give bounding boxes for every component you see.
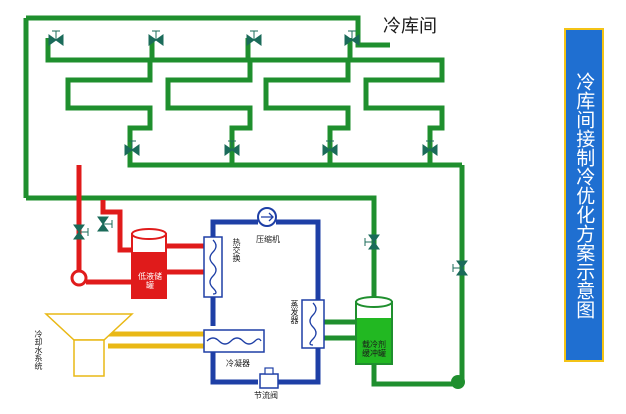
heat-exchanger <box>203 236 223 298</box>
throttle-valve-label: 节流阀 <box>254 391 278 400</box>
valve-icon <box>364 234 380 250</box>
green-pipe-network <box>23 15 465 387</box>
valve-icon <box>48 30 64 46</box>
valve-icon <box>224 140 240 156</box>
valve-icon <box>422 140 438 156</box>
condenser <box>203 329 265 353</box>
low-pressure-receiver-tank <box>131 228 167 299</box>
refrigerant-buffer-tank <box>355 296 393 365</box>
throttle-valve-icon <box>259 367 279 389</box>
low-pressure-receiver-label: 低液储罐 <box>138 272 162 291</box>
condenser-label: 冷凝器 <box>226 359 250 368</box>
red-pump <box>70 269 88 287</box>
side-panel-title: 冷库间接制冷优化方案示意图 <box>573 71 596 319</box>
cooling-water-system-label: 冷却水系统 <box>34 330 43 370</box>
valve-icon <box>246 30 262 46</box>
buffer-tank-label: 载冷剂缓冲罐 <box>362 340 386 359</box>
side-panel: 冷库间接制冷优化方案示意图 <box>564 28 604 362</box>
valve-icon <box>148 30 164 46</box>
return-valves <box>124 140 438 156</box>
valve-icon <box>452 260 468 276</box>
compressor-icon <box>257 207 277 227</box>
valve-icon <box>97 216 113 232</box>
yellow-pipe-network <box>108 331 206 349</box>
page-title: 冷库间 <box>383 16 437 37</box>
cooling-water-system <box>44 313 134 377</box>
green-pump <box>451 375 465 389</box>
evaporator-label: 蒸发器 <box>290 300 299 324</box>
valve-icon <box>322 140 338 156</box>
valve-icon <box>344 30 360 46</box>
red-pipe-network <box>76 165 206 285</box>
compressor-label: 压缩机 <box>256 235 280 244</box>
top-valves <box>48 30 360 46</box>
valve-icon <box>73 224 89 240</box>
evaporator <box>301 299 325 349</box>
heat-exchanger-label: 热交换 <box>232 238 241 262</box>
valve-icon <box>124 140 140 156</box>
